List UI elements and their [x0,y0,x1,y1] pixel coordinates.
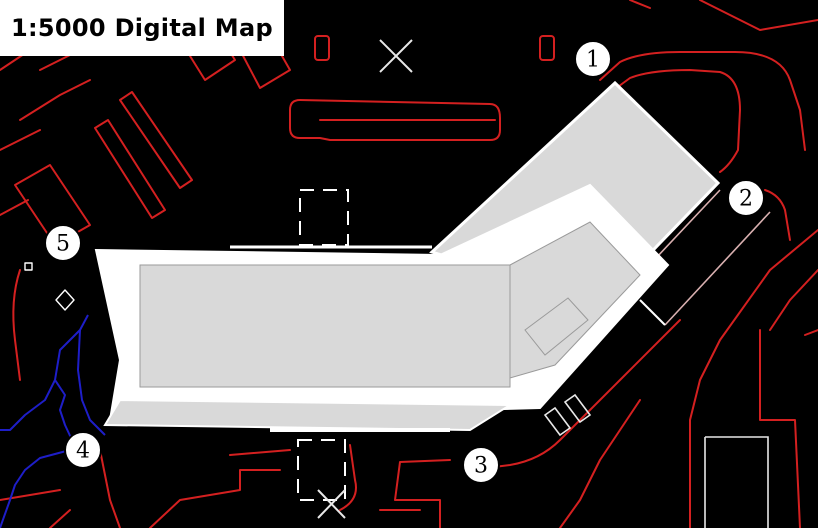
marker-5[interactable]: 5 [44,224,82,262]
marker-4[interactable]: 4 [64,431,102,469]
marker-2-label: 2 [739,187,753,212]
marker-2[interactable]: 2 [727,179,765,217]
marker-3-label: 3 [474,454,488,479]
marker-3[interactable]: 3 [462,446,500,484]
water-boundary [0,314,106,528]
building [94,80,721,432]
marker-5-label: 5 [56,232,70,257]
map-title-box: 1:5000 Digital Map [0,0,284,56]
marker-1[interactable]: 1 [574,40,612,78]
map-title: 1:5000 Digital Map [11,14,273,42]
marker-1-label: 1 [586,48,600,73]
marker-4-label: 4 [76,439,90,464]
white-outlines [297,39,771,528]
